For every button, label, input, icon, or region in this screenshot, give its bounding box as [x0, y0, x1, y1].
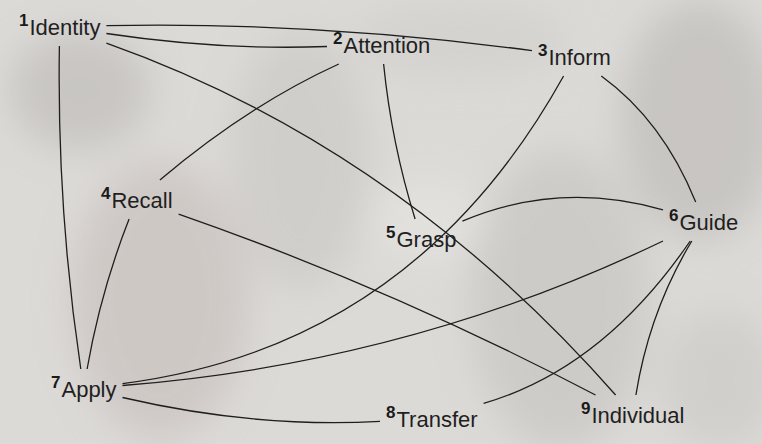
- step-name: Guide: [679, 207, 738, 236]
- connector-curve: [123, 398, 381, 423]
- concept-node: 2Attention: [330, 28, 433, 61]
- connector-curve: [601, 76, 695, 202]
- concept-node: 5Grasp: [383, 222, 459, 255]
- step-number: 5: [386, 224, 395, 241]
- step-number: 9: [581, 400, 590, 417]
- step-number: 1: [19, 12, 28, 29]
- connector-curve: [179, 214, 596, 395]
- step-number: 6: [669, 207, 678, 224]
- connector-curve: [106, 43, 615, 395]
- connector-curve: [462, 197, 663, 221]
- step-name: Grasp: [396, 224, 456, 253]
- step-number: 3: [538, 42, 547, 59]
- connector-curve: [484, 241, 691, 403]
- step-number: 4: [101, 185, 110, 202]
- connector-curve: [106, 34, 327, 48]
- step-name: Inform: [548, 42, 610, 71]
- step-name: Individual: [591, 400, 684, 429]
- step-name: Identity: [29, 12, 100, 41]
- connector-curve: [106, 25, 532, 51]
- connector-curve: [160, 64, 339, 180]
- concept-node: 9Individual: [578, 398, 687, 431]
- connector-curve: [59, 46, 81, 369]
- step-name: Transfer: [396, 404, 477, 433]
- blurred-crowd: [10, 0, 762, 444]
- concept-node: 4Recall: [98, 183, 176, 216]
- connector-curve: [384, 64, 416, 219]
- concept-node: 1Identity: [16, 10, 103, 43]
- step-name: Recall: [111, 185, 172, 214]
- step-name: Apply: [61, 374, 116, 403]
- step-number: 7: [51, 374, 60, 391]
- step-number: 2: [333, 30, 342, 47]
- concept-node: 3Inform: [535, 40, 614, 73]
- concept-node: 8Transfer: [383, 402, 481, 435]
- connector-curve: [87, 219, 129, 369]
- concept-node: 7Apply: [48, 372, 120, 405]
- connector-curve: [123, 241, 664, 386]
- connector-curve: [123, 76, 564, 384]
- step-number: 8: [386, 404, 395, 421]
- step-name: Attention: [343, 30, 430, 59]
- concept-node: 6Guide: [666, 205, 741, 238]
- connector-curve: [636, 241, 692, 395]
